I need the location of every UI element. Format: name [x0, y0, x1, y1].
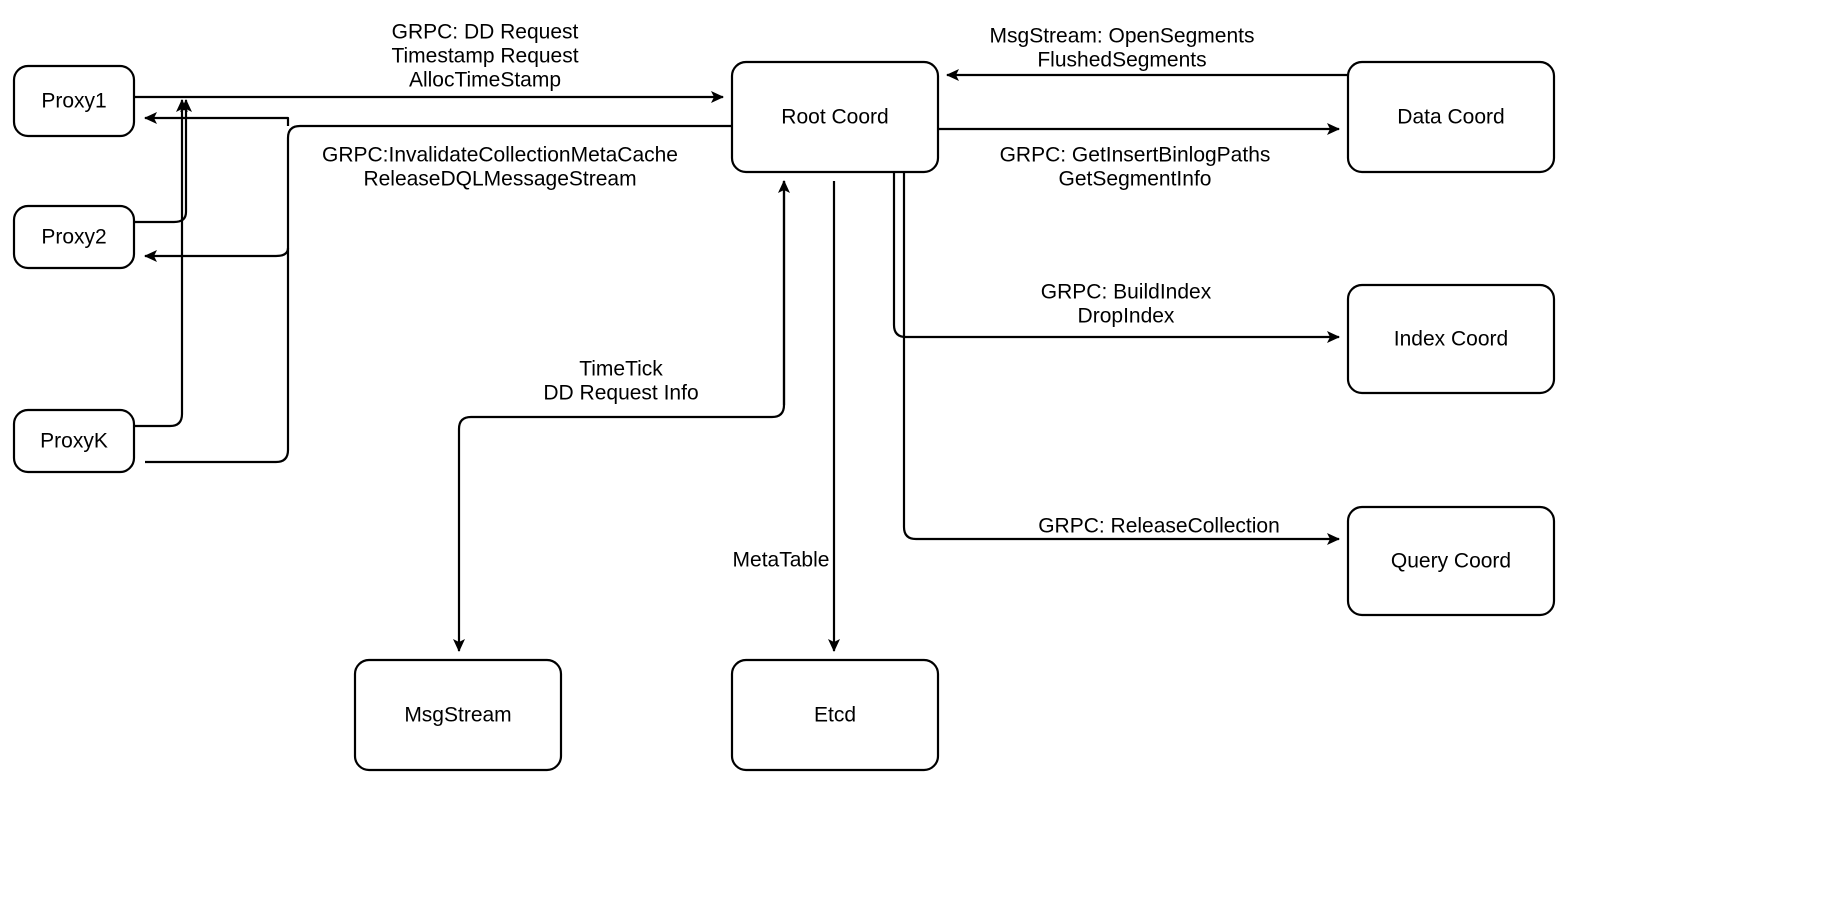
- edge-label-line: GRPC: DD Request: [392, 21, 579, 44]
- edge-label-line: Timestamp Request: [391, 45, 578, 68]
- node-label-querycoord: Query Coord: [1391, 550, 1511, 573]
- node-box-indexcoord: [1346, 283, 1556, 395]
- edge-rootcoord-to-proxy1: [145, 124, 732, 464]
- edge-label-line: DropIndex: [1078, 305, 1175, 328]
- node-label-etcd: Etcd: [814, 704, 856, 727]
- node-rootcoord[interactable]: Root Coord: [730, 60, 940, 174]
- edge-rootcoord-to-indexcoord: [892, 172, 1340, 343]
- edge-label-line: TimeTick: [579, 358, 663, 381]
- node-proxy1[interactable]: Proxy1: [12, 64, 136, 138]
- node-msgstream[interactable]: MsgStream: [353, 658, 563, 772]
- edge-label-root-to-etcd: MetaTable: [733, 549, 830, 572]
- edge-label-line: GetSegmentInfo: [1059, 168, 1212, 191]
- node-label-indexcoord: Index Coord: [1394, 328, 1508, 351]
- node-label-proxy2: Proxy2: [41, 226, 106, 249]
- node-etcd[interactable]: Etcd: [730, 658, 940, 772]
- node-label-rootcoord: Root Coord: [781, 106, 888, 129]
- edge-rootcoord-to-msgstream: [453, 181, 786, 652]
- node-indexcoord[interactable]: Index Coord: [1346, 283, 1556, 395]
- node-proxyk[interactable]: ProxyK: [12, 408, 136, 474]
- edge-label-line: GRPC: BuildIndex: [1041, 281, 1212, 304]
- node-datacoord[interactable]: Data Coord: [1346, 60, 1556, 174]
- edge-label-line: GRPC: ReleaseCollection: [1038, 515, 1280, 538]
- node-label-msgstream: MsgStream: [404, 704, 511, 727]
- node-proxy2[interactable]: Proxy2: [12, 204, 136, 270]
- node-label-proxyk: ProxyK: [40, 430, 108, 453]
- node-box-datacoord: [1346, 60, 1556, 174]
- edge-label-root-to-proxy: GRPC:InvalidateCollectionMetaCacheReleas…: [322, 144, 678, 191]
- node-box-proxyk: [12, 408, 136, 474]
- node-box-rootcoord: [730, 60, 940, 174]
- node-box-querycoord: [1346, 505, 1556, 617]
- edge-label-line: AllocTimeStamp: [409, 69, 561, 92]
- edge-rootcoord-to-proxy2: [144, 247, 290, 262]
- node-querycoord[interactable]: Query Coord: [1346, 505, 1556, 617]
- edge-label-line: MetaTable: [733, 549, 830, 572]
- edge-label-line: FlushedSegments: [1037, 49, 1206, 72]
- edge-rootcoord-to-querycoord: [902, 172, 1340, 545]
- edge-proxyk-to-rootcoord: [134, 99, 188, 428]
- node-box-proxy1: [12, 64, 136, 138]
- node-label-datacoord: Data Coord: [1397, 106, 1504, 129]
- edge-label-line: GRPC:InvalidateCollectionMetaCache: [322, 144, 678, 167]
- edge-label-root-to-querycoord: GRPC: ReleaseCollection: [1038, 515, 1280, 538]
- edge-rootcoord-to-proxy1: [144, 112, 290, 126]
- edges-layer: [134, 69, 1348, 652]
- edge-label-line: ReleaseDQLMessageStream: [363, 168, 636, 191]
- edge-label-line: GRPC: GetInsertBinlogPaths: [1000, 144, 1271, 167]
- edge-label-line: DD Request Info: [543, 382, 698, 405]
- edge-label-line: MsgStream: OpenSegments: [990, 25, 1255, 48]
- node-box-msgstream: [353, 658, 563, 772]
- node-label-proxy1: Proxy1: [41, 90, 106, 113]
- node-box-proxy2: [12, 204, 136, 270]
- node-box-etcd: [730, 658, 940, 772]
